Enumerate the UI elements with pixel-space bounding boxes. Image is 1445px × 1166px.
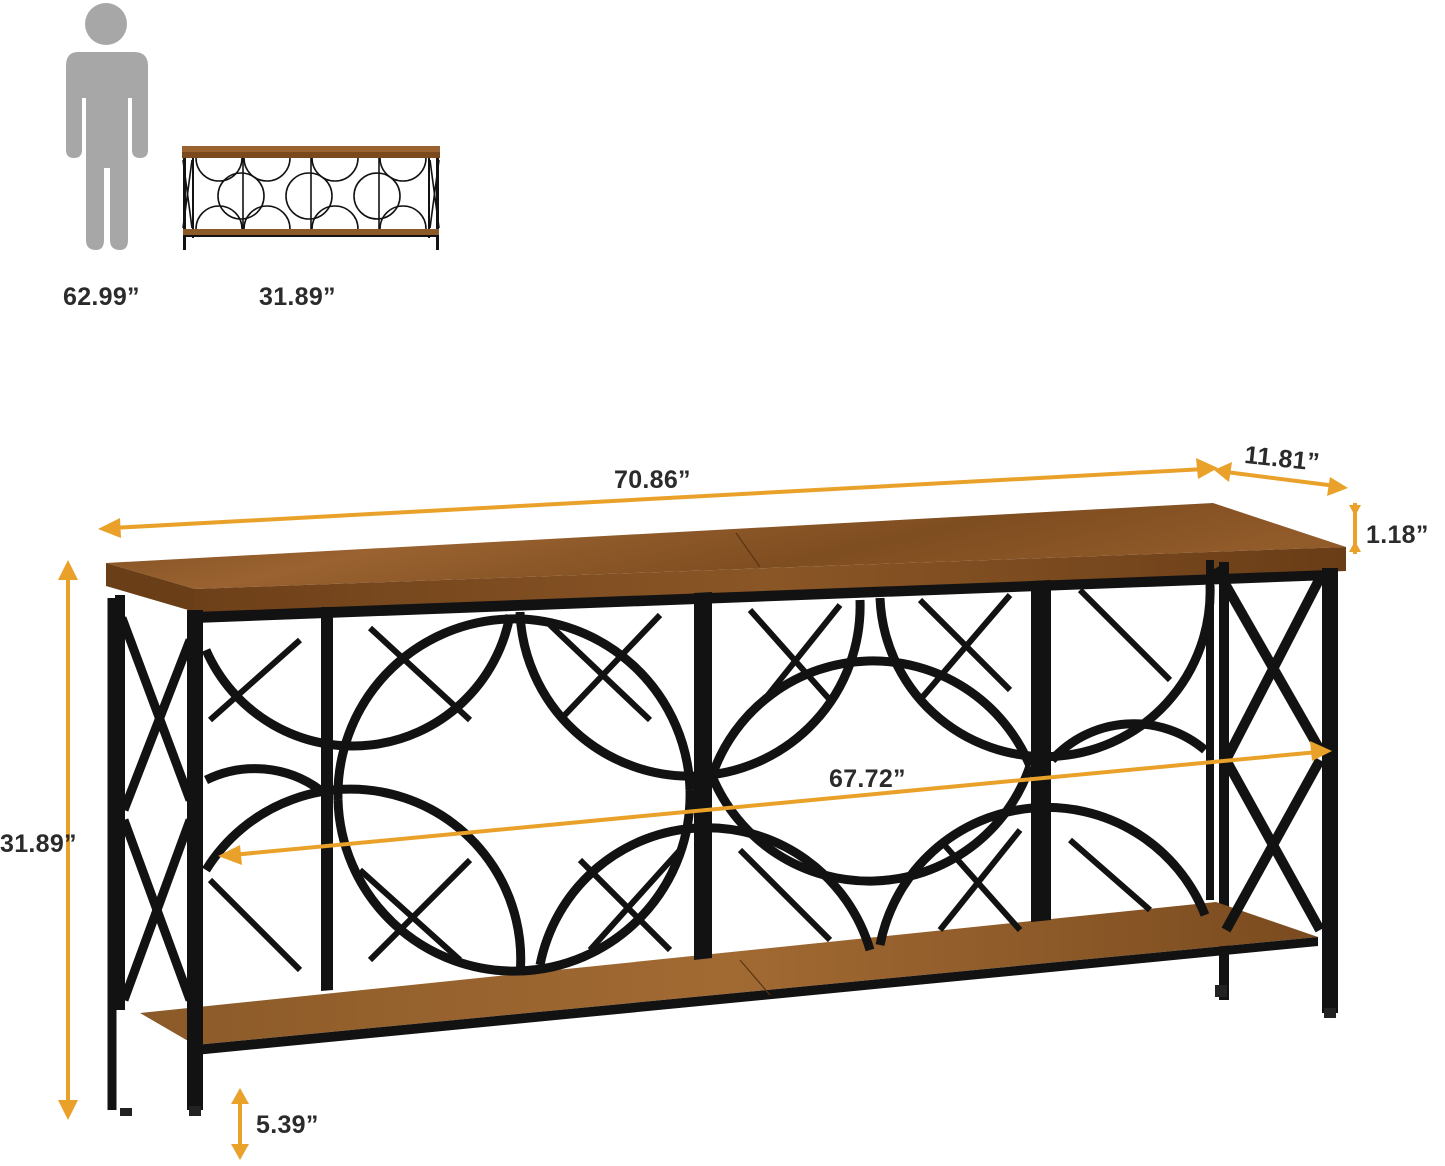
thumbnail-height-label: 31.89”	[259, 283, 336, 311]
person-height-label: 62.99”	[63, 283, 140, 311]
decorative-circle-pattern	[201, 584, 1215, 976]
console-table	[106, 503, 1346, 1116]
top-thickness-label: 1.18”	[1366, 521, 1429, 549]
table-thumbnail	[182, 146, 440, 250]
bottom-shelf	[140, 902, 1318, 1045]
person-silhouette-icon	[66, 3, 148, 250]
length-label: 70.86”	[614, 466, 691, 494]
table-top-front-edge	[195, 547, 1346, 613]
front-right-leg	[1322, 568, 1338, 1013]
inner-length-label: 67.72”	[829, 765, 906, 793]
dimension-arrows	[58, 458, 1361, 1160]
clearance-label: 5.39”	[256, 1111, 319, 1139]
table-top-surface	[106, 503, 1346, 589]
front-left-leg	[187, 610, 203, 1110]
height-label: 31.89”	[0, 830, 77, 858]
